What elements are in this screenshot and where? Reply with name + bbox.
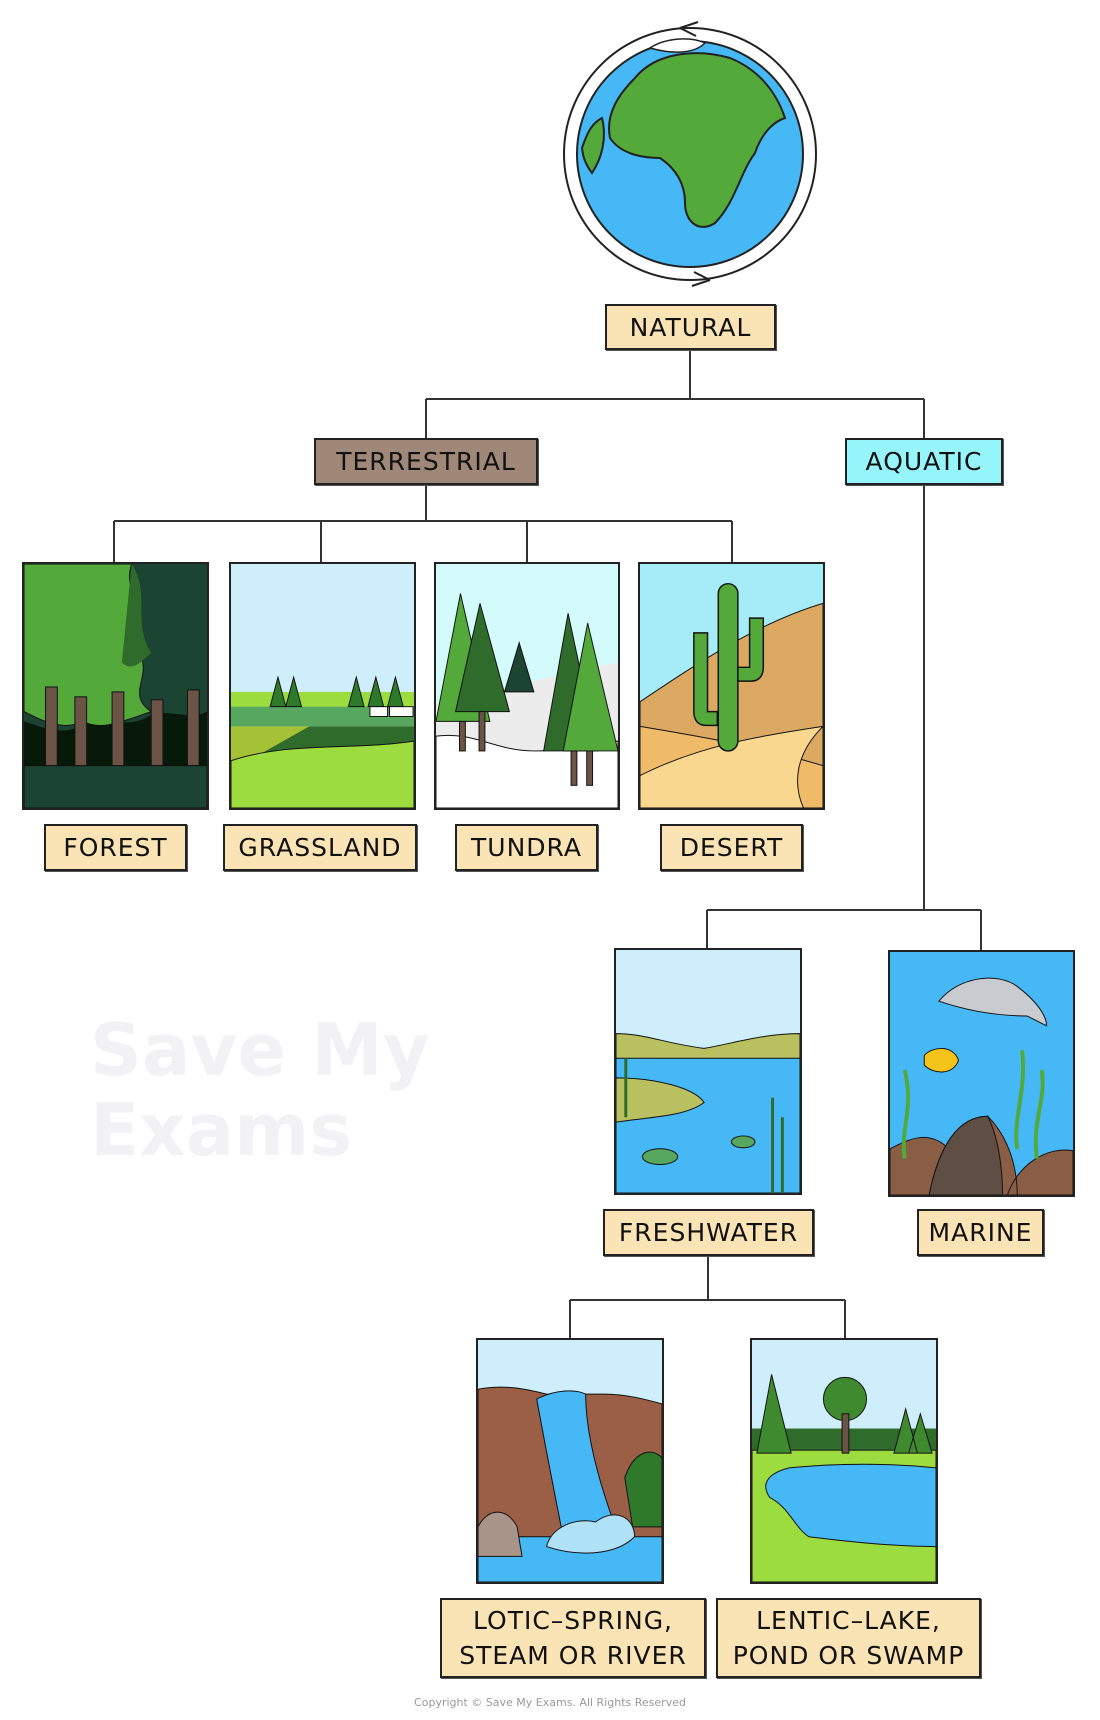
freshwater-illustration xyxy=(614,948,802,1195)
tundra-label: TUNDRA xyxy=(455,824,598,871)
marine-label: MARINE xyxy=(917,1209,1044,1256)
lotic-label: LOTIC–SPRING,STEAM OR RIVER xyxy=(440,1598,706,1678)
marine-illustration xyxy=(888,950,1075,1197)
terrestrial-label: TERRESTRIAL xyxy=(314,438,538,485)
grassland-illustration xyxy=(229,562,416,810)
globe-icon xyxy=(563,21,817,287)
natural-label: NATURAL xyxy=(605,304,776,350)
forest-label: FOREST xyxy=(44,824,187,871)
desert-label: DESERT xyxy=(660,824,803,871)
grassland-label: GRASSLAND xyxy=(223,824,417,871)
desert-illustration xyxy=(638,562,825,810)
tundra-illustration xyxy=(434,562,620,810)
aquatic-label: AQUATIC xyxy=(845,438,1003,485)
lake-illustration xyxy=(750,1338,938,1584)
copyright-text: Copyright © Save My Exams. All Rights Re… xyxy=(414,1696,686,1709)
waterfall-illustration xyxy=(476,1338,664,1584)
lentic-label: LENTIC–LAKE,POND OR SWAMP xyxy=(716,1598,981,1678)
forest-illustration xyxy=(22,562,209,810)
freshwater-label: FRESHWATER xyxy=(603,1209,814,1256)
